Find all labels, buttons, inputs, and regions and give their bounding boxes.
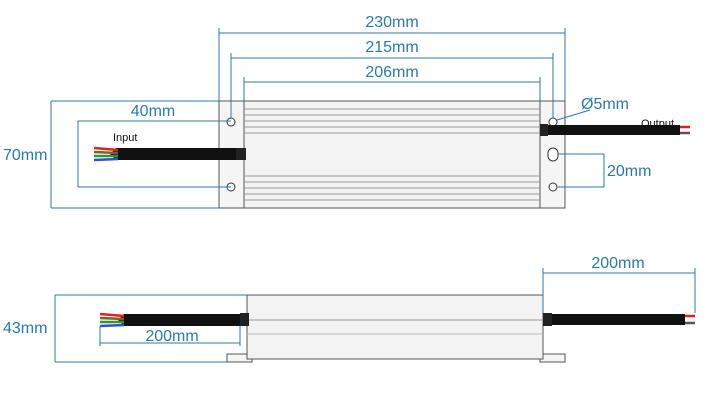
mount-hole-top-left [226,117,236,127]
dim-input-cable-length: 200mm [145,328,198,345]
dim-slot-spacing: 20mm [607,163,651,180]
label-input: Input [113,132,137,144]
dim-overall-length: 230mm [365,14,418,31]
dim-mount-hole-spacing: 215mm [365,39,418,56]
input-gland [236,148,246,160]
dim-hole-diameter: Ø5mm [581,96,629,113]
input-wires-side [99,312,125,328]
input-wires-top [93,146,119,162]
output-wires-side [685,314,695,325]
output-wires-top [680,125,690,135]
dim-side-height: 43mm [3,320,47,337]
mount-hole-bottom-right [548,182,558,192]
dim-body-length: 206mm [365,64,418,81]
input-cable-side [118,314,240,326]
label-output: Output [641,118,674,130]
housing-top-view [243,100,541,209]
side-flange-right [539,353,566,363]
output-cable-side [552,314,685,325]
dimension-lines-side [54,268,696,363]
side-input-gland [240,313,249,326]
dim-flange-offset: 40mm [131,103,175,120]
output-cable-top [548,125,680,135]
dimension-lines-top [50,28,605,209]
dim-width: 70mm [3,147,47,164]
mount-hole-top-right [548,117,558,127]
input-cable-top [110,148,236,160]
output-gland [540,124,548,136]
dim-output-cable-length: 200mm [591,255,644,272]
housing-fins-top [244,108,540,201]
side-output-gland [543,313,552,326]
mount-slot-right [547,147,559,162]
housing-side-view [246,294,544,360]
